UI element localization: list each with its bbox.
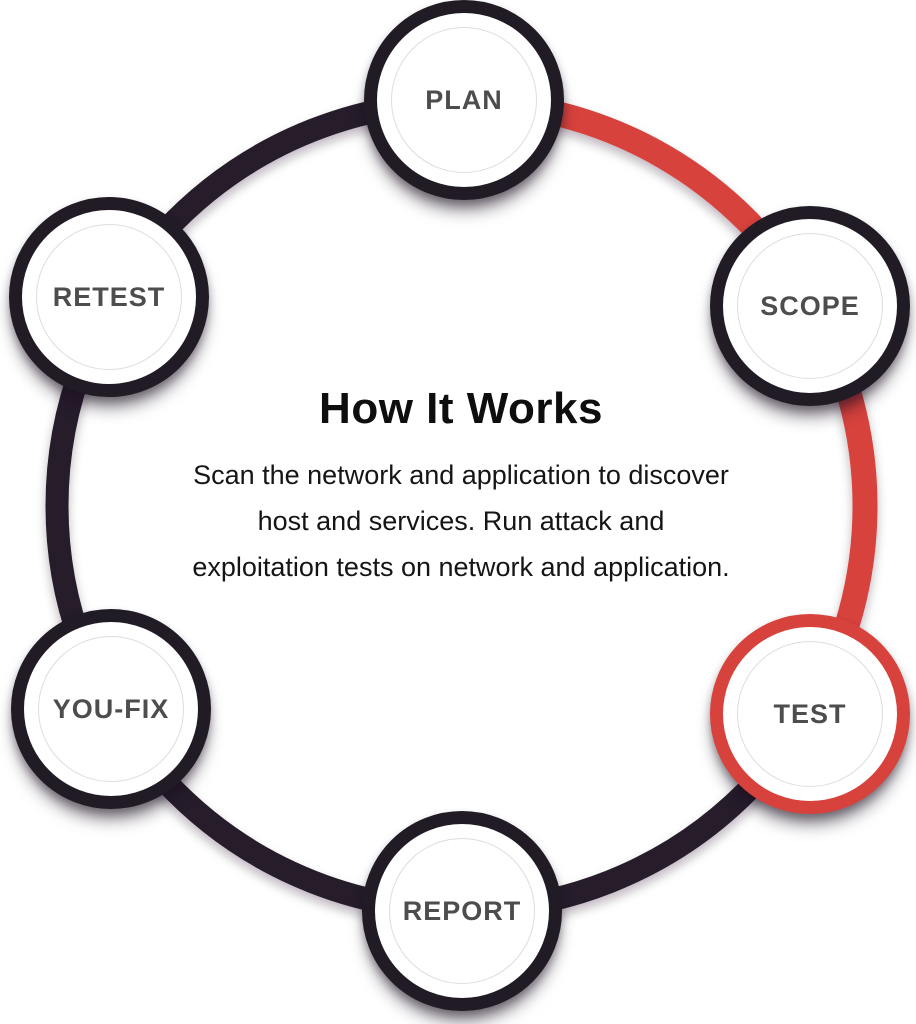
node-you-fix: YOU-FIX [11, 609, 211, 809]
diagram-title: How It Works [319, 384, 603, 433]
node-you-fix-inner-circle: YOU-FIX [38, 636, 184, 782]
node-retest-inner-circle: RETEST [36, 224, 182, 370]
node-plan: PLAN [364, 0, 564, 200]
node-test-label: TEST [773, 698, 847, 729]
node-retest: RETEST [9, 197, 209, 397]
node-scope: SCOPE [710, 206, 910, 406]
node-report-inner-circle: REPORT [389, 838, 535, 984]
node-retest-label: RETEST [52, 281, 166, 312]
node-you-fix-label: YOU-FIX [52, 693, 170, 724]
node-plan-label: PLAN [425, 84, 503, 115]
node-scope-inner-circle: SCOPE [737, 233, 883, 379]
diagram-description: Scan the network and application to disc… [192, 460, 730, 582]
node-test: TEST [710, 614, 910, 814]
node-plan-inner-circle: PLAN [391, 27, 537, 173]
center-text-block: How It Works Scan the network and applic… [171, 384, 751, 590]
node-test-inner-circle: TEST [737, 641, 883, 787]
node-scope-label: SCOPE [760, 290, 860, 321]
node-report-label: REPORT [402, 895, 522, 926]
node-report: REPORT [362, 811, 562, 1011]
